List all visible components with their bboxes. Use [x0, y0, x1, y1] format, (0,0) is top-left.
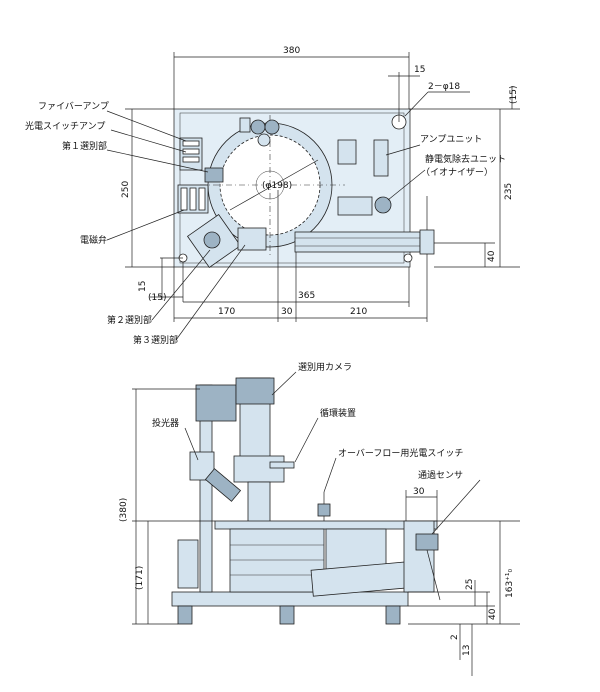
- sdim-25: 25: [465, 579, 475, 590]
- pass-sensor-block: [415, 533, 439, 551]
- gear-top-2: [264, 119, 280, 135]
- bowl-drive: [229, 528, 325, 593]
- top-bracket: [239, 117, 251, 133]
- dim-15-left: 15: [138, 281, 148, 292]
- gear-top-1: [250, 119, 266, 135]
- right-support: [403, 520, 435, 593]
- leader-sel3: [175, 244, 246, 341]
- projector-lens: [204, 468, 242, 502]
- sdim-171: (171): [135, 566, 145, 590]
- side-base-foot-mid: [279, 605, 295, 625]
- amp-strip-3: [182, 156, 200, 163]
- dim-30: 30: [281, 307, 293, 317]
- amp-unit-box: [337, 139, 357, 165]
- label-solenoid: 電磁弁: [80, 234, 107, 246]
- selector-wheel: [203, 231, 221, 249]
- sdim-30: 30: [413, 487, 425, 497]
- sdim-13: 13: [462, 645, 472, 656]
- camera-post: [247, 481, 271, 528]
- label-fiber-amp: ファイバーアンプ: [38, 101, 109, 112]
- side-base-foot-right: [385, 605, 401, 625]
- side-view: (380) (171) 163⁺¹₀ 25 40 2 13 30 選別用カメラ …: [119, 362, 520, 676]
- left-side-box: [177, 539, 199, 589]
- static-unit-body: [337, 196, 373, 216]
- dim-235: 235: [504, 183, 514, 200]
- label-ionizer: （イオナイザー）: [421, 167, 493, 178]
- label-camera: 選別用カメラ: [298, 362, 352, 373]
- mount-hole-bottom-right: [403, 253, 413, 263]
- leader-circulation: [294, 417, 319, 463]
- label-sel3: 第３選別部: [133, 334, 178, 346]
- label-pass-sensor: 通過センサ: [418, 470, 463, 481]
- side-base-foot-left: [177, 605, 193, 625]
- dim-15-top: 15: [414, 65, 425, 75]
- label-sel1: 第１選別部: [62, 140, 107, 152]
- amp-strip-1: [182, 140, 200, 147]
- linear-feeder-chute: [294, 231, 421, 253]
- side-base-plate: [171, 591, 409, 607]
- dim-380: 380: [283, 46, 300, 56]
- label-amp-unit: アンプユニット: [420, 134, 482, 145]
- leader-amp-unit: [385, 144, 421, 156]
- label-circulation: 循環装置: [320, 407, 356, 419]
- label-photo-switch-amp: 光電スイッチアンプ: [25, 120, 105, 132]
- amp-unit-cylinder: [373, 139, 389, 177]
- dim-15-right: (15): [509, 86, 519, 104]
- label-overflow: オーバーフロー用光電スイッチ: [338, 447, 463, 459]
- chute-end-block: [419, 229, 435, 255]
- leader-solenoid: [106, 209, 185, 241]
- camera-mount: [233, 455, 285, 483]
- leader-projector: [184, 427, 199, 461]
- label-static-unit: 静電気除去ユニット: [425, 153, 506, 165]
- leader-photo-switch-amp: [110, 129, 187, 153]
- sdim-2: 2: [450, 634, 460, 640]
- sdim-380: (380): [119, 498, 129, 522]
- leader-sel2: [151, 249, 211, 321]
- leader-camera: [271, 371, 297, 396]
- leader-fiber-amp: [106, 110, 187, 142]
- hole-leader: [404, 91, 429, 117]
- top-view: (φ198) 380: [25, 46, 520, 346]
- leader-static-unit: [387, 169, 426, 201]
- label-sel2: 第２選別部: [107, 314, 152, 326]
- column-head: [195, 384, 237, 422]
- bowl-diameter-label: (φ198): [262, 181, 292, 191]
- dim-15-bottom: (15): [148, 293, 166, 303]
- leader-overflow: [323, 457, 337, 493]
- dim-210: 210: [350, 307, 367, 317]
- dim-365: 365: [298, 291, 315, 301]
- hole-dim-label: 2－φ18: [428, 82, 460, 92]
- circulation-hopper: [325, 528, 387, 570]
- dim-40-right: 40: [487, 250, 497, 262]
- leader-sel1: [106, 149, 209, 173]
- bowl-diameter-leader: [229, 159, 319, 211]
- label-projector: 投光器: [152, 417, 179, 429]
- valve-3: [198, 187, 206, 211]
- dim-250: 250: [121, 181, 131, 198]
- sdim-163: 163⁺¹₀: [505, 568, 515, 598]
- gear-top-3: [257, 133, 271, 147]
- first-selector-block: [204, 167, 224, 183]
- camera-top: [235, 377, 275, 405]
- amp-strip-2: [182, 148, 200, 155]
- dim-170: 170: [218, 307, 235, 317]
- third-selector-block: [237, 227, 267, 251]
- valve-1: [180, 187, 188, 211]
- camera-arm: [269, 461, 295, 469]
- leader-pass-sensor: [431, 479, 481, 535]
- valve-2: [189, 187, 197, 211]
- sdim-40: 40: [488, 608, 498, 620]
- ionizer-head: [374, 196, 392, 214]
- overflow-switch: [317, 503, 331, 517]
